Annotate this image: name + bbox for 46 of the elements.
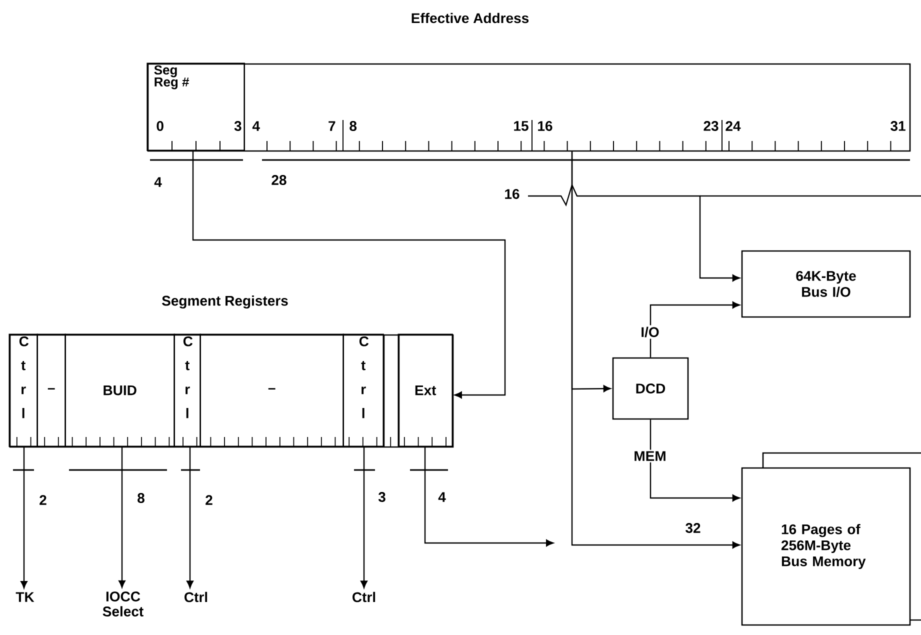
register-heading: Segment Registers: [162, 295, 288, 309]
arrow: [650, 302, 740, 358]
arrow: [20, 446, 28, 588]
bit-number: 3: [234, 121, 242, 131]
bit-number: 0: [156, 121, 164, 131]
arrow: [360, 446, 368, 588]
arrow: [571, 152, 740, 548]
arrow: [186, 446, 194, 588]
process-box: 64K-Byte Bus I/O: [741, 250, 911, 318]
signal-label: Ctrl: [352, 592, 376, 602]
edge-label: 16: [502, 188, 522, 200]
edge-label: 2: [204, 494, 214, 506]
arrow: [118, 446, 126, 588]
bit-number: 7: [328, 121, 336, 131]
register-field: C t r l: [342, 334, 384, 447]
register-field: C t r l: [8, 334, 38, 447]
bit-number: 16: [538, 121, 552, 131]
edge-label: MEM: [632, 450, 668, 462]
arrow: [650, 420, 740, 502]
edge-label: I/O: [639, 325, 661, 339]
register-heading: Effective Address: [412, 12, 529, 24]
edge-label: 2: [38, 494, 48, 506]
arrow: [192, 151, 506, 398]
register-field: C t r l: [174, 334, 201, 447]
bit-number: 23: [704, 121, 718, 131]
process-box: DCD: [612, 357, 689, 420]
edge-label: 4: [436, 490, 448, 504]
bit-number: 31: [890, 121, 906, 131]
signal-label: Ctrl: [184, 592, 208, 602]
edge-label: 32: [684, 522, 702, 534]
signal-label: TK: [16, 592, 34, 602]
bit-number: 15: [514, 121, 528, 131]
bit-number: 24: [726, 121, 741, 131]
register-field: Ext: [398, 334, 453, 447]
signal-label: IOCC Select: [102, 592, 144, 616]
bit-number: 8: [350, 121, 357, 131]
arrow: [528, 183, 740, 282]
arrow: [424, 446, 554, 546]
register-field: –: [36, 334, 66, 447]
edge-label: 4: [152, 176, 164, 188]
bit-number: 28: [272, 175, 286, 185]
register-field: BUID: [64, 334, 175, 447]
edge-label: 8: [136, 492, 146, 504]
register-field: –: [200, 334, 344, 447]
memory-box: 16 Pages of 256M-Byte Bus Memory: [741, 452, 921, 626]
edge-label: 3: [376, 490, 388, 504]
